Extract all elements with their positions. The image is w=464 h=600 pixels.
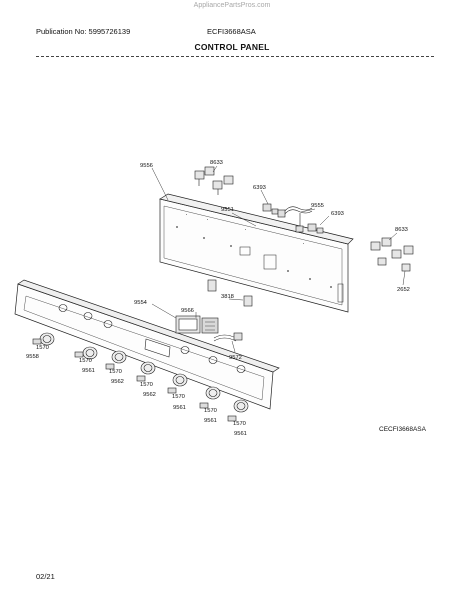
knob-label-1570: 1570 (79, 358, 92, 364)
knob-6 (199, 386, 221, 409)
leader-lines (151, 165, 406, 353)
page-title: CONTROL PANEL (194, 42, 270, 52)
knob-label-9561: 9561 (82, 368, 95, 374)
display-board-9566 (175, 315, 219, 334)
knob-2 (74, 346, 98, 360)
wire-harness-9555 (277, 206, 313, 233)
callout-2652: 2652 (397, 287, 410, 293)
bracket-3818 (207, 279, 253, 307)
knob-3 (105, 350, 127, 370)
callout-6393-left: 6393 (253, 185, 266, 191)
knob-label-9558: 9558 (26, 354, 39, 360)
knob-label-9561: 9561 (173, 405, 186, 411)
knob-label-1570: 1570 (109, 369, 122, 375)
diagram-code: CECFI3668ASA (379, 426, 426, 433)
callout-8633-right: 8633 (395, 227, 408, 233)
callout-9551: 9551 (221, 207, 234, 213)
callout-3818: 3818 (221, 294, 234, 300)
knob-label-1570: 1570 (36, 345, 49, 351)
control-panel-backing (159, 193, 354, 313)
knob-label-9562: 9562 (143, 392, 156, 398)
switch-group-8633-left (194, 166, 234, 195)
knob-7 (227, 399, 249, 422)
knob-label-1570: 1570 (204, 408, 217, 414)
wire-harness-9572 (213, 332, 243, 342)
callout-9566: 9566 (181, 308, 194, 314)
knob-label-1570: 1570 (172, 394, 185, 400)
publication-number: Publication No: 5995726139 (36, 27, 131, 36)
watermark: AppliancePartsPros.com (193, 2, 271, 9)
callout-9572: 9572 (229, 355, 242, 361)
header-divider (36, 56, 434, 57)
clip-6393-left (262, 203, 279, 215)
control-panel-front (14, 279, 280, 410)
knob-label-1570: 1570 (233, 421, 246, 427)
model-number: ECFI3668ASA (207, 27, 256, 36)
knob-4 (136, 361, 156, 382)
knob-label-9561: 9561 (204, 418, 217, 424)
knob-5 (167, 373, 188, 394)
clip-6393-right (307, 223, 324, 234)
knob-label-1570: 1570 (140, 382, 153, 388)
callout-9555: 9555 (311, 203, 324, 209)
callout-6393-right: 6393 (331, 211, 344, 217)
knob-label-9562: 9562 (111, 379, 124, 385)
knob-row (32, 332, 249, 422)
knob-label-9561: 9561 (234, 431, 247, 437)
callout-9556: 9556 (140, 163, 153, 169)
switch-group-8633-right (370, 237, 414, 272)
callout-8633-left: 8633 (210, 160, 223, 166)
knob-1 (32, 332, 55, 346)
footer-date: 02/21 (36, 572, 55, 581)
callout-9554: 9554 (134, 300, 148, 306)
